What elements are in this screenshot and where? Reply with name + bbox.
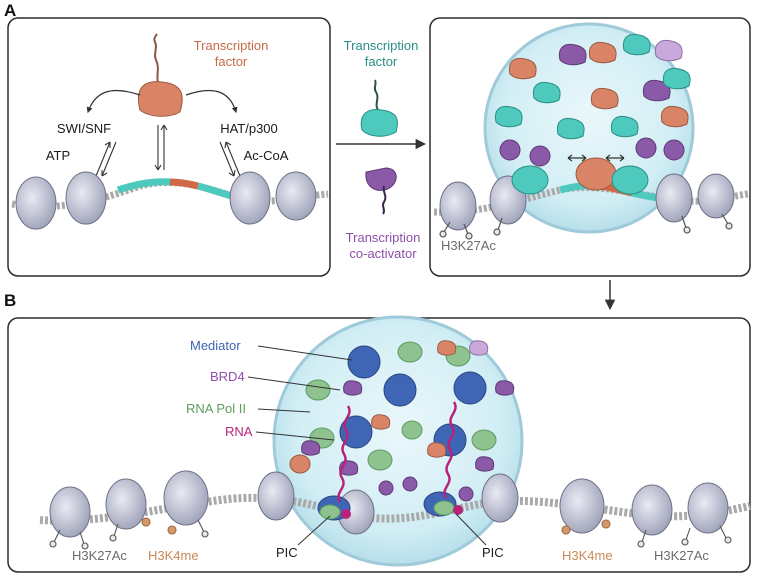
pic-cluster-left bbox=[317, 495, 351, 521]
h3k27ac-left-label: H3K27Ac bbox=[72, 548, 127, 563]
tf-label-line1: Transcription bbox=[194, 38, 269, 53]
nucleosome-icon bbox=[105, 478, 147, 530]
rna-pol2-label: RNA Pol II bbox=[186, 401, 246, 416]
pol2-leader bbox=[257, 408, 311, 413]
nucleosome-icon bbox=[65, 171, 107, 225]
nucleosome-icon bbox=[687, 482, 729, 534]
middle-tf-line2: factor bbox=[365, 54, 398, 69]
h3k4me-right-label: H3K4me bbox=[562, 548, 613, 563]
rna-strand-left bbox=[337, 405, 351, 503]
nucleosome-icon bbox=[655, 173, 693, 223]
panel-b: Mediator BRD4 RNA Pol II RNA PIC PIC H3K… bbox=[7, 315, 751, 573]
pic-label-right: PIC bbox=[482, 545, 504, 560]
rna-label: RNA bbox=[225, 424, 253, 439]
panel-a-letter: A bbox=[4, 1, 16, 20]
condensate-proteins bbox=[494, 33, 691, 195]
tf-label-line2: factor bbox=[215, 54, 248, 69]
condensate-b-proteins bbox=[289, 340, 515, 521]
pic-cluster-right bbox=[423, 491, 463, 517]
brd4-leader bbox=[247, 376, 341, 391]
histone-marks bbox=[49, 517, 732, 550]
coactivator-icon bbox=[365, 167, 397, 215]
pic-right-leader bbox=[455, 513, 487, 546]
rna-strand-right bbox=[443, 401, 457, 499]
nucleosome-icon bbox=[49, 486, 91, 538]
brd4-label: BRD4 bbox=[210, 369, 245, 384]
panel-a-right: H3K27Ac bbox=[429, 17, 751, 277]
mediator-label: Mediator bbox=[190, 338, 241, 353]
transcription-factor-icon bbox=[138, 33, 183, 117]
rna-leader bbox=[255, 431, 335, 441]
dna-motif-teal-2 bbox=[197, 182, 233, 200]
dna-motif-red bbox=[169, 178, 199, 190]
nucleosome-icon bbox=[481, 473, 519, 523]
arrow-to-hat bbox=[185, 89, 238, 114]
nucleosome-icon bbox=[275, 171, 317, 221]
panel-b-letter: B bbox=[4, 291, 16, 310]
swi-snf-label: SWI/SNF bbox=[57, 121, 111, 136]
hat-p300-label: HAT/p300 bbox=[220, 121, 278, 136]
nucleosome-icon bbox=[163, 470, 209, 526]
equilibrium-arrows bbox=[95, 124, 241, 177]
middle-tf-line1: Transcription bbox=[344, 38, 419, 53]
middle-coact-line2: co-activator bbox=[349, 246, 417, 261]
mediator-leader bbox=[257, 345, 353, 361]
middle-legend: Transcription factor Transcription co-ac… bbox=[336, 38, 427, 261]
nucleosome-icon bbox=[697, 173, 735, 219]
nucleosome-icon bbox=[559, 478, 605, 534]
panel-a-left-frame bbox=[7, 17, 331, 277]
nucleosome-icon bbox=[229, 171, 271, 225]
teal-transcription-factor-icon bbox=[360, 79, 398, 137]
pic-label-left: PIC bbox=[276, 545, 298, 560]
nucleosome-icon bbox=[257, 471, 295, 521]
middle-coact-line1: Transcription bbox=[346, 230, 421, 245]
h3k4me-left-label: H3K4me bbox=[148, 548, 199, 563]
arrow-to-swisnf bbox=[86, 89, 141, 114]
panel-a-left: Transcription factor SWI/SNF HAT/p300 AT… bbox=[7, 17, 331, 277]
atp-label: ATP bbox=[46, 148, 70, 163]
pic-left-leader bbox=[297, 515, 331, 546]
nucleosome-icon bbox=[15, 176, 57, 230]
acetyl-marks bbox=[439, 213, 733, 240]
h3k27ac-label-a: H3K27Ac bbox=[441, 238, 496, 253]
nucleosome-icon bbox=[439, 181, 477, 231]
dna-motif-teal-1 bbox=[116, 178, 171, 194]
ac-coa-label: Ac-CoA bbox=[244, 148, 289, 163]
nucleosome-icon bbox=[631, 484, 673, 536]
h3k27ac-right-label: H3K27Ac bbox=[654, 548, 709, 563]
